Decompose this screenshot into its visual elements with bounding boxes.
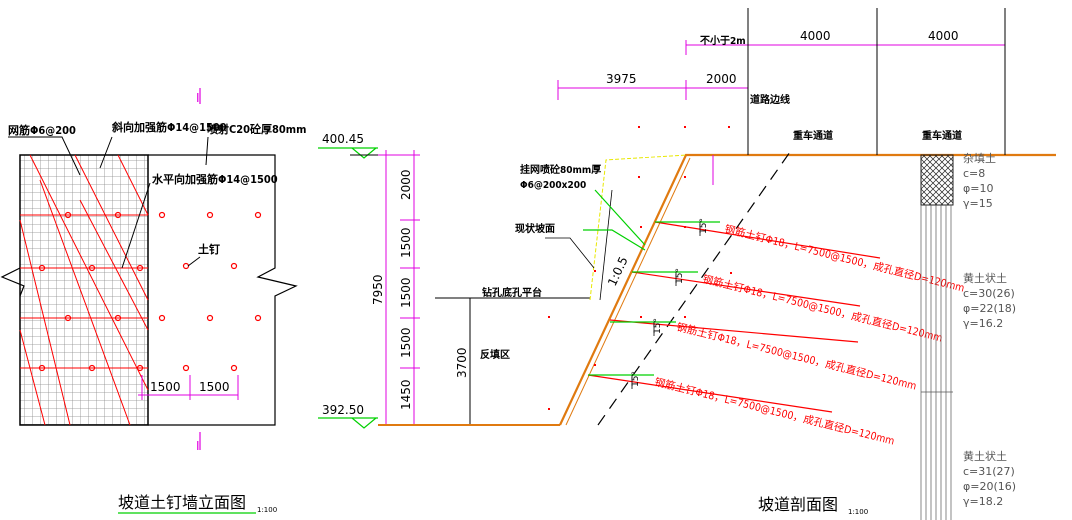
elevation-bottom: 392.50 xyxy=(322,403,364,417)
soil1-phi: φ=10 xyxy=(963,182,993,195)
dim-1500-a: 1500 xyxy=(150,380,181,394)
dim-min: 不小于2m xyxy=(700,34,746,47)
horizontal-rebar-label: 水平向加强筋Φ14@1500 xyxy=(152,172,278,186)
soil1-name: 杂填土 xyxy=(963,151,996,165)
angle-3: 15° xyxy=(653,318,663,334)
nail-label-2: 钢筋土钉Φ18，L=7500@1500，成孔直径D=120mm xyxy=(701,272,944,344)
nail-label-3: 钢筋土钉Φ18，L=7500@1500，成孔直径D=120mm xyxy=(675,320,918,392)
break-line xyxy=(0,267,25,297)
section-scale: 1:100 xyxy=(848,508,868,516)
soil2-name: 黄土状土 xyxy=(963,271,1007,285)
mesh-note-1: 挂网喷砼80mm厚 xyxy=(520,163,601,176)
dim-3700: 3700 xyxy=(455,347,469,378)
section-view: 400.45 392.50 7950 2000 1500 1500 1500 1… xyxy=(318,8,1056,520)
nail-points-wall xyxy=(158,211,262,372)
dim-1500-b: 1500 xyxy=(199,380,230,394)
dim-2000: 2000 xyxy=(706,72,737,86)
soil2-c: c=30(26) xyxy=(963,287,1015,300)
section-title: 坡道剖面图 xyxy=(758,495,838,514)
elevation-top: 400.45 xyxy=(322,132,364,146)
lane-2-label: 重车通道 xyxy=(922,129,962,142)
backfill-label: 反填区 xyxy=(480,348,510,361)
diagonal-rebars xyxy=(19,154,149,426)
elevation-view: I I 网筋Φ6@200 斜向加强筋Φ14@1500 喷射C20砼厚80mm 水… xyxy=(0,88,306,514)
nail-points-mesh xyxy=(38,211,144,372)
dim-seg-4: 1500 xyxy=(399,327,413,358)
mesh-note-2: Φ6@200x200 xyxy=(520,180,586,191)
section-mark-top: I xyxy=(196,91,200,105)
elevation-title: 坡道土钉墙立面图 xyxy=(118,493,246,512)
dim-seg-5: 1450 xyxy=(399,379,413,410)
soil3-phi: φ=20(16) xyxy=(963,480,1016,493)
angle-1: 15° xyxy=(699,218,709,234)
soil1-c: c=8 xyxy=(963,167,985,180)
dim-total: 7950 xyxy=(371,274,385,305)
fill-soil-hatch xyxy=(920,154,954,206)
nail-label-1: 钢筋土钉Φ18，L=7500@1500，成孔直径D=120mm xyxy=(723,222,966,294)
angle-4: 15° xyxy=(631,371,641,387)
nail-label: 土钉 xyxy=(198,242,220,256)
dim-4000-a: 4000 xyxy=(800,29,831,43)
wall-outline xyxy=(148,154,298,426)
platform-label: 钻孔底孔平台 xyxy=(482,286,542,299)
angle-2: 15° xyxy=(675,268,685,284)
soil3-name: 黄土状土 xyxy=(963,449,1007,463)
section-mark-bottom: I xyxy=(196,439,200,453)
diagonal-rebar-label: 斜向加强筋Φ14@1500 xyxy=(111,120,227,134)
soil2-gamma: γ=16.2 xyxy=(963,317,1003,330)
soil3-gamma: γ=18.2 xyxy=(963,495,1003,508)
grid-points xyxy=(548,126,732,410)
road-edge-label: 道路边线 xyxy=(750,93,790,106)
mesh-label: 网筋Φ6@200 xyxy=(8,123,76,137)
dim-seg-1: 2000 xyxy=(399,169,413,200)
soil3-c: c=31(27) xyxy=(963,465,1015,478)
shotcrete-label: 喷射C20砼厚80mm xyxy=(207,122,306,136)
dim-3975: 3975 xyxy=(606,72,637,86)
slope-face-label: 现状坡面 xyxy=(515,222,555,235)
horizontal-rebars xyxy=(20,214,148,369)
dim-seg-3: 1500 xyxy=(399,277,413,308)
elevation-scale: 1:100 xyxy=(257,506,277,514)
soil-nails xyxy=(587,221,881,413)
mesh-panel xyxy=(19,154,149,426)
dim-seg-2: 1500 xyxy=(399,227,413,258)
soil2-phi: φ=22(18) xyxy=(963,302,1016,315)
lane-1-label: 重车通道 xyxy=(793,129,833,142)
soil1-gamma: γ=15 xyxy=(963,197,993,210)
dim-4000-b: 4000 xyxy=(928,29,959,43)
nail-label-4: 钢筋土钉Φ18，L=7500@1500，成孔直径D=120mm xyxy=(653,375,896,447)
